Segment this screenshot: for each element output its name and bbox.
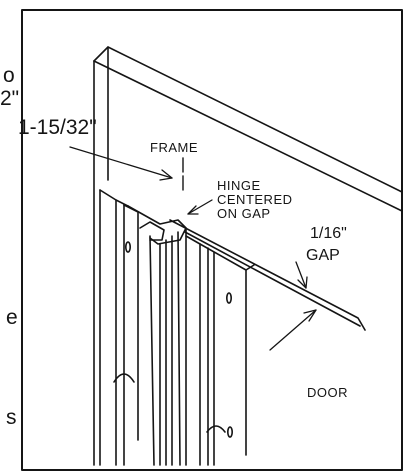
frame-label: FRAME <box>150 140 198 155</box>
margin-fragment-3: e <box>6 306 18 329</box>
hinge-label-line-3: ON GAP <box>217 206 271 221</box>
gap-leader-line <box>295 261 307 289</box>
door-label: DOOR <box>307 385 348 400</box>
frame-front-edge <box>93 60 403 212</box>
screw-hole-right-2 <box>227 426 234 438</box>
break-line-left <box>113 373 135 383</box>
break-line-right <box>206 425 226 433</box>
hinge-leaf-inner <box>149 235 155 466</box>
screw-hole-left <box>125 241 132 253</box>
width-dimension-line <box>69 146 173 179</box>
door-top-edge <box>169 219 366 331</box>
gap-dimension-label: 1/16" <box>310 225 347 242</box>
hinge-label-line-1: HINGE <box>217 178 261 193</box>
hinge-label-line-2: CENTERED <box>217 192 293 207</box>
diagram-border <box>21 9 403 471</box>
margin-fragment-1: o <box>3 64 15 87</box>
margin-fragment-4: s <box>6 406 17 429</box>
hinge-leader-line <box>187 199 213 215</box>
margin-fragment-2: 2" <box>0 87 19 110</box>
door-leaf-outline <box>185 235 201 466</box>
gap-label: GAP <box>306 247 340 264</box>
screw-hole-right-1 <box>226 292 233 304</box>
frame-top-edge <box>93 46 403 193</box>
width-dimension-label: 1-15/32" <box>18 116 97 139</box>
door-top-inner-edge <box>184 231 361 327</box>
